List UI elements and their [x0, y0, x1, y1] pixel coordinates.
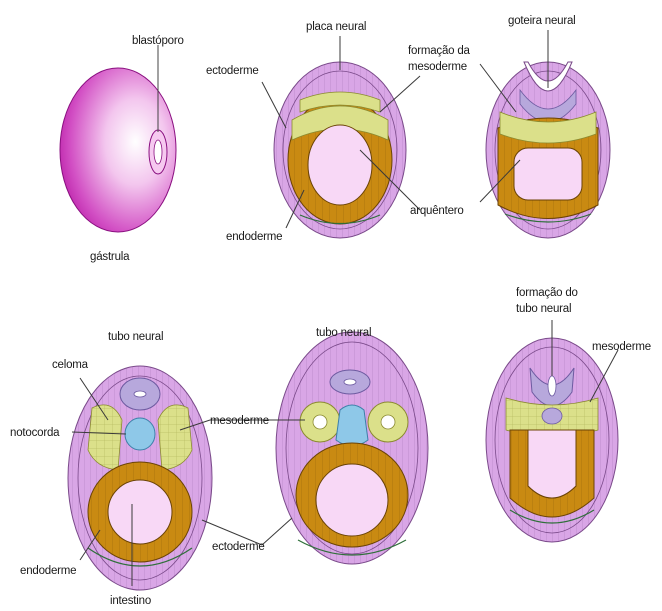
label-placa-neural: placa neural — [306, 21, 366, 33]
label-celoma: celoma — [52, 359, 89, 371]
label-formacao-tubo-2: tubo neural — [516, 303, 571, 315]
embryo-coelom — [68, 366, 212, 590]
label-tubo-neural-left: tubo neural — [108, 331, 163, 343]
label-notocorda: notocorda — [10, 427, 60, 439]
label-intestino: intestino — [110, 595, 151, 607]
label-goteira-neural: goteira neural — [508, 15, 576, 27]
label-formacao-tubo-1: formação do — [516, 287, 578, 299]
label-mesoderme-center: mesoderme — [210, 415, 269, 427]
label-ectoderme-bottom: ectoderme — [212, 541, 265, 553]
embryo-neural-groove — [486, 62, 610, 238]
label-tubo-neural-center: tubo neural — [316, 327, 371, 339]
label-mesoderme-right: mesoderme — [592, 341, 651, 353]
label-ectoderme-top: ectoderme — [206, 65, 259, 77]
label-arquentero: arquêntero — [410, 205, 464, 217]
label-endoderme-bottom: endoderme — [20, 565, 76, 577]
gastrula-figure — [60, 45, 176, 232]
label-formacao-mesoderme-2: mesoderme — [408, 61, 467, 73]
label-gastrula: gástrula — [90, 251, 130, 263]
embryo-neural-tube — [276, 332, 428, 564]
label-formacao-mesoderme-1: formação da — [408, 45, 471, 57]
label-blastoporo: blastóporo — [132, 35, 184, 47]
label-endoderme-top: endoderme — [226, 231, 282, 243]
